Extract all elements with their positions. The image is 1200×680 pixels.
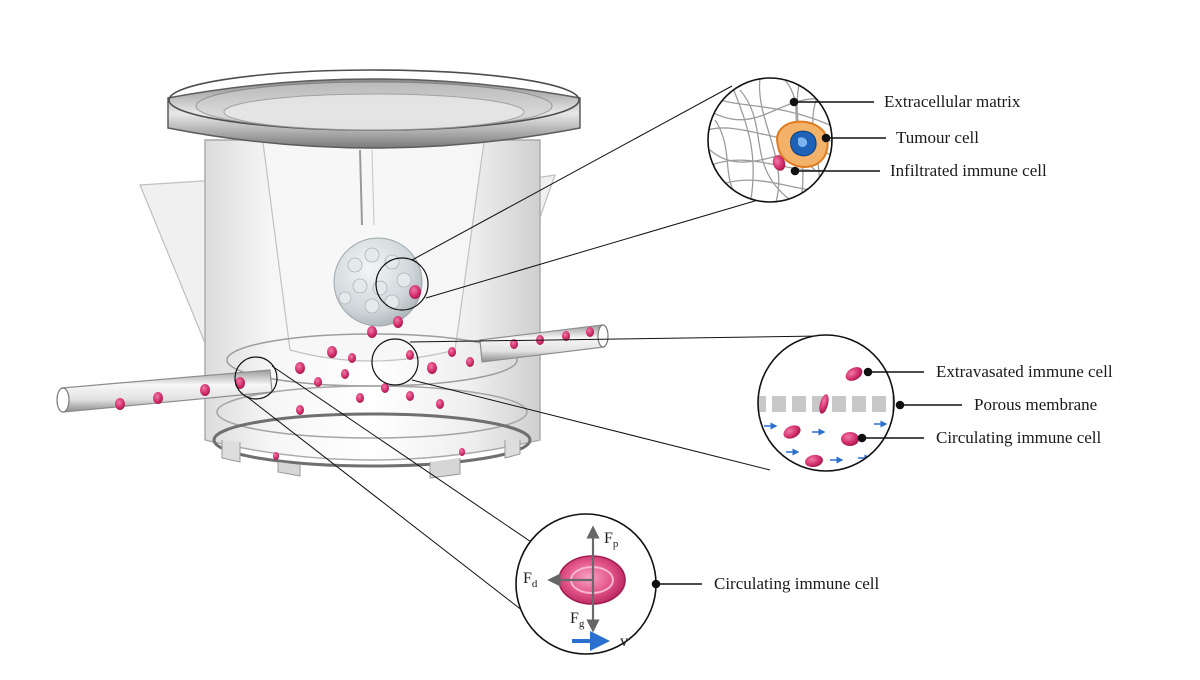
extravasated-cell-icon — [845, 367, 863, 381]
callout-spot-flow — [234, 356, 278, 400]
label-fg: Fg — [570, 610, 585, 630]
zoom-extracellular-matrix — [707, 77, 833, 203]
callout-lines — [245, 85, 821, 619]
label-extracellular-matrix: Extracellular matrix — [884, 92, 1021, 111]
callout-spot-membrane — [371, 338, 419, 386]
callout-spot-ecm — [375, 257, 429, 311]
label-circulating-immune-cell-forces: Circulating immune cell — [714, 574, 880, 593]
circulating-cell-icon — [841, 432, 859, 446]
infiltrated-cell-icon — [772, 155, 786, 171]
label-fd: Fd — [523, 570, 538, 590]
label-velocity: v — [620, 633, 628, 650]
label-circulating-immune-cell-membrane: Circulating immune cell — [936, 428, 1102, 447]
tumour-spheroid — [333, 237, 423, 327]
label-porous-membrane: Porous membrane — [974, 395, 1098, 414]
label-fp: Fp — [604, 530, 619, 550]
label-extravasated-immune-cell: Extravasated immune cell — [936, 362, 1113, 381]
force-vectors — [547, 525, 600, 633]
label-leaders — [651, 97, 962, 589]
tumour-cell-icon — [776, 120, 829, 168]
label-tumour-cell: Tumour cell — [896, 128, 979, 147]
microfluidic-device — [56, 69, 609, 479]
zoom-force-diagram: Fp Fd Fg v — [515, 513, 657, 655]
device-immune-cells — [115, 285, 594, 460]
transmigrating-cell-icon — [819, 394, 829, 414]
zoom-porous-membrane — [757, 334, 895, 472]
label-infiltrated-immune-cell: Infiltrated immune cell — [890, 161, 1047, 180]
flow-arrows — [764, 420, 888, 464]
